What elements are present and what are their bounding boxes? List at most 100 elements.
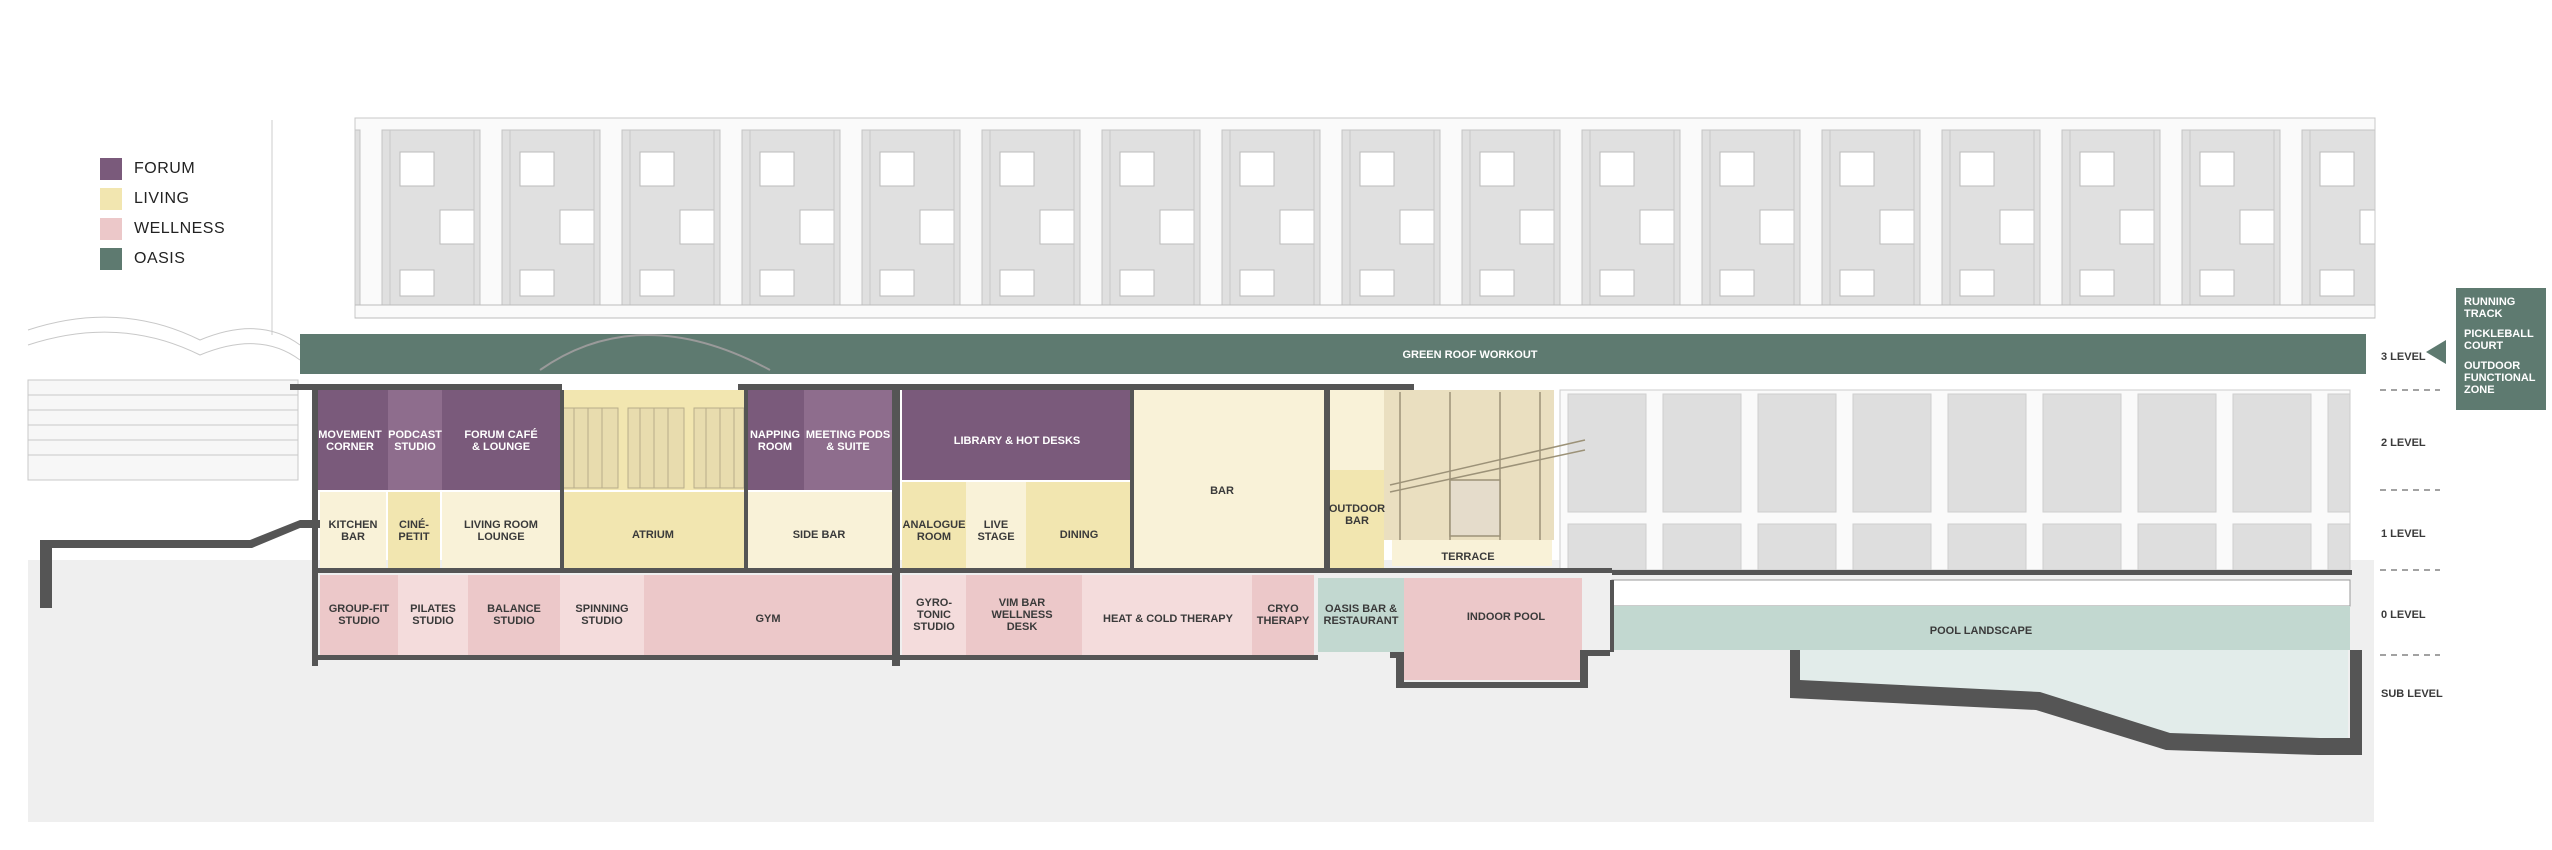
atrium-louvres xyxy=(561,407,745,489)
legend-label-oasis: OASIS xyxy=(134,250,186,267)
legend-swatch-forum xyxy=(100,158,122,180)
level-0-rooms xyxy=(320,575,2350,745)
room-heat-cold xyxy=(1082,575,1252,655)
room-indoor-pool xyxy=(1404,578,1582,648)
room-living-room xyxy=(442,492,560,570)
room-label-napping-room: ROOM xyxy=(758,441,792,453)
room-label-cine-petit: CINÉ- xyxy=(399,518,429,531)
room-oasis-bar xyxy=(1318,578,1404,652)
room-label-terrace: TERRACE xyxy=(1441,551,1494,563)
legend: FORUM LIVING WELLNESS OASIS xyxy=(100,154,225,274)
room-label-balance: BALANCE xyxy=(487,603,541,615)
room-label-meeting-pods: & SUITE xyxy=(826,441,869,453)
room-label-meeting-pods: MEETING PODS xyxy=(806,429,890,441)
room-label-cryo: THERAPY xyxy=(1257,615,1310,627)
room-label-vim-bar: WELLNESS xyxy=(991,609,1052,621)
pool-landscape-deck xyxy=(1612,606,2350,650)
room-label-indoor-pool: INDOOR POOL xyxy=(1467,611,1546,623)
room-side-bar xyxy=(746,492,892,570)
roof-callout: RUNNING TRACK PICKLEBALL COURT OUTDOOR F… xyxy=(2456,288,2546,410)
room-gym xyxy=(644,575,892,655)
room-terrace xyxy=(1392,540,1552,566)
level-0-label: 0 LEVEL xyxy=(2381,609,2426,621)
room-outdoor-bar xyxy=(1330,470,1384,570)
callout-running-track: RUNNING TRACK xyxy=(2464,296,2516,320)
room-analogue xyxy=(902,482,966,570)
room-label-bar: BAR xyxy=(1210,485,1234,497)
legend-item-living: LIVING xyxy=(100,184,225,214)
room-label-dining: DINING xyxy=(1060,529,1099,541)
room-label-kitchen-bar: KITCHEN xyxy=(329,519,378,531)
room-label-pilates: PILATES xyxy=(410,603,456,615)
room-label-live-stage: STAGE xyxy=(977,531,1014,543)
room-dining xyxy=(1026,482,1132,570)
pool-canopy xyxy=(1611,579,2351,607)
room-label-oasis-bar: OASIS BAR & xyxy=(1325,603,1397,615)
room-label-podcast-studio: STUDIO xyxy=(394,441,436,453)
room-label-podcast-studio: PODCAST xyxy=(388,429,442,441)
room-label-pool-landscape: POOL LANDSCAPE xyxy=(1930,625,2032,637)
room-label-spinning: SPINNING xyxy=(575,603,628,615)
legend-item-oasis: OASIS xyxy=(100,244,225,274)
level-1-label: 1 LEVEL xyxy=(2381,528,2426,540)
room-atrium xyxy=(562,492,744,570)
room-napping xyxy=(746,390,804,490)
room-live-stage xyxy=(966,482,1026,570)
legend-item-forum: FORUM xyxy=(100,154,225,184)
callout-outdoor-functional-zone: OUTDOOR FUNCTIONAL ZONE xyxy=(2464,360,2536,396)
room-label-analogue-room: ANALOGUE xyxy=(903,519,966,531)
room-label-cine-petit: PETIT xyxy=(398,531,429,543)
room-label-gym: GYM xyxy=(755,613,780,625)
callout-pickleball-court: PICKLEBALL COURT xyxy=(2464,328,2534,352)
room-label-gyrotonic: GYRO- xyxy=(916,597,952,609)
room-label-pilates: STUDIO xyxy=(412,615,454,627)
level-1-rooms xyxy=(320,470,1552,570)
room-label-group-fit: STUDIO xyxy=(338,615,380,627)
room-cryo xyxy=(1252,575,1314,655)
room-group-fit xyxy=(320,575,398,655)
room-label-group-fit: GROUP-FIT xyxy=(329,603,390,615)
room-label-living-room: LIVING ROOM xyxy=(464,519,538,531)
room-label-cryo: CRYO xyxy=(1267,603,1299,615)
room-bar xyxy=(1134,390,1324,570)
terrace-glazing xyxy=(1389,392,1586,540)
room-label-gyrotonic: TONIC xyxy=(917,609,951,621)
tower-facade xyxy=(271,117,2376,335)
legend-label-forum: FORUM xyxy=(134,160,196,177)
room-label-gyrotonic: STUDIO xyxy=(913,621,955,633)
room-label-movement-corner: CORNER xyxy=(326,441,374,453)
room-label-forum-cafe: FORUM CAFÉ xyxy=(464,428,537,441)
legend-label-wellness: WELLNESS xyxy=(134,220,226,237)
room-forum-cafe xyxy=(442,390,560,490)
room-kitchen-bar xyxy=(320,492,386,570)
room-gyrotonic xyxy=(902,575,966,655)
room-label-oasis-bar: RESTAURANT xyxy=(1324,615,1399,627)
room-spinning xyxy=(560,575,644,655)
room-label-outdoor-bar: BAR xyxy=(1345,515,1369,527)
legend-swatch-living xyxy=(100,188,122,210)
level-3-label: 3 LEVEL xyxy=(2381,351,2426,363)
level-2-label: 2 LEVEL xyxy=(2381,437,2426,449)
room-vim-bar xyxy=(966,575,1082,655)
room-movement-corner xyxy=(313,390,388,490)
room-label-outdoor-bar: OUTDOOR xyxy=(1329,503,1385,515)
room-meeting-pods xyxy=(804,390,892,490)
room-label-atrium: ATRIUM xyxy=(632,529,674,541)
legend-label-living: LIVING xyxy=(134,190,190,207)
room-label-movement-corner: MOVEMENT xyxy=(318,429,382,441)
room-label-library: LIBRARY & HOT DESKS xyxy=(954,435,1081,447)
room-label-napping-room: NAPPING xyxy=(750,429,800,441)
room-label-vim-bar: VIM BAR xyxy=(999,597,1046,609)
room-cine-petit xyxy=(388,492,440,570)
level-markers xyxy=(2380,389,2440,656)
room-label-kitchen-bar: BAR xyxy=(341,531,365,543)
legend-item-wellness: WELLNESS xyxy=(100,214,225,244)
room-label-live-stage: LIVE xyxy=(984,519,1008,531)
pool-landscape-basin xyxy=(1800,650,2348,745)
room-label-analogue-room: ROOM xyxy=(917,531,951,543)
room-label-forum-cafe: & LOUNGE xyxy=(472,441,530,453)
atrium-dome xyxy=(539,334,771,371)
room-library xyxy=(902,390,1132,480)
